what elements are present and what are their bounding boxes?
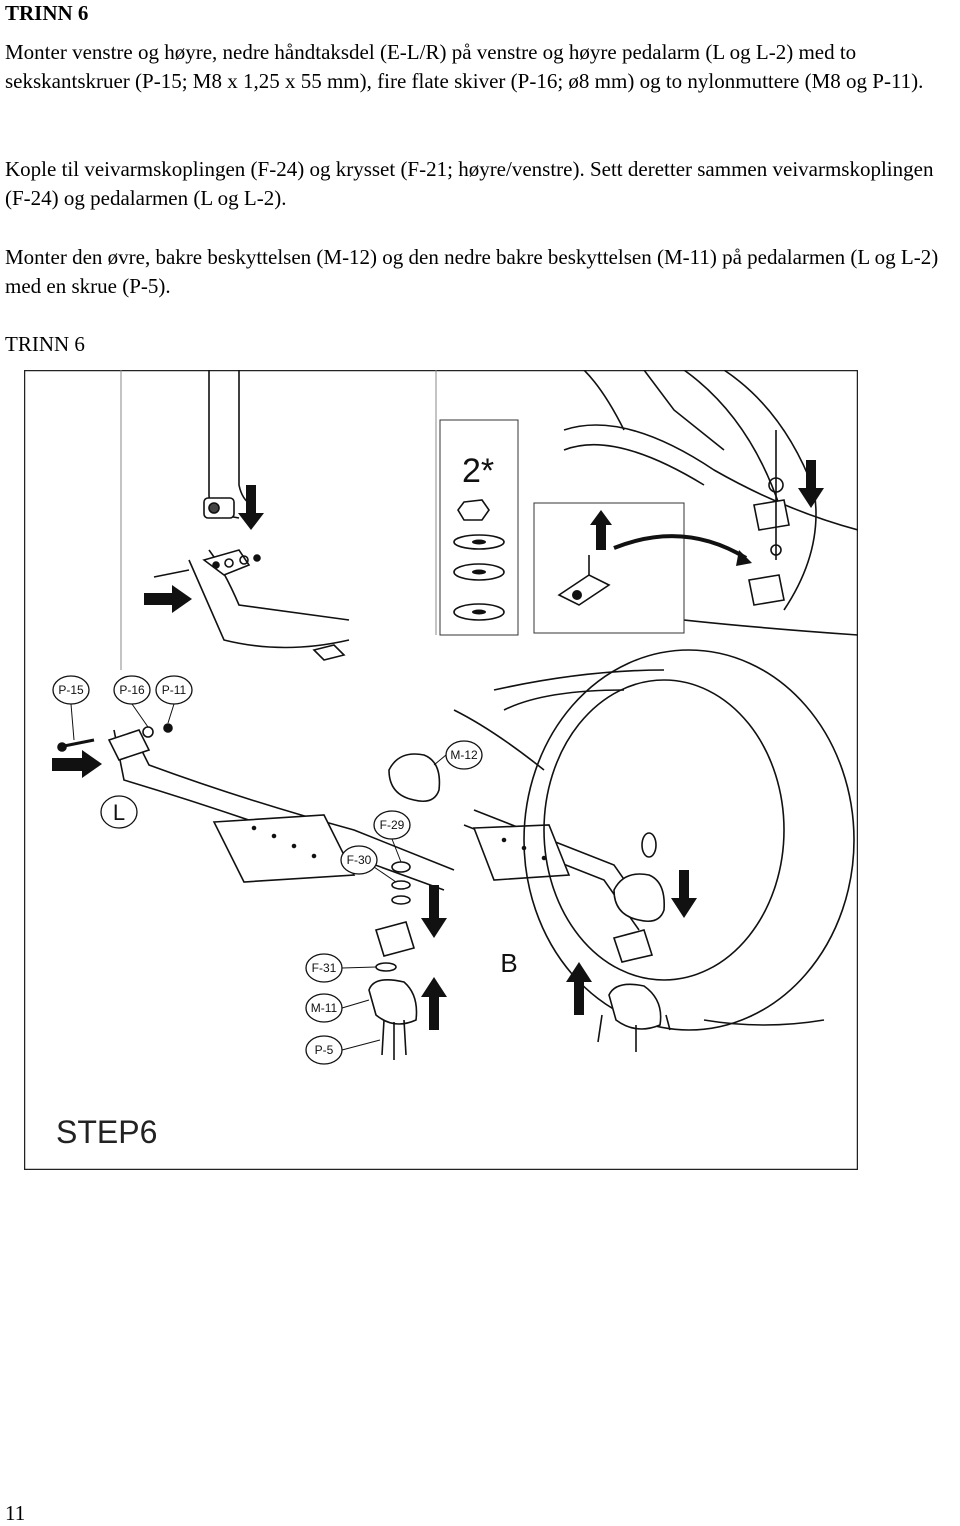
hardware-count: 2*: [462, 452, 494, 490]
part-label-p16: P-16: [119, 683, 145, 697]
part-label-f31: F-31: [312, 961, 337, 975]
part-label-m12: M-12: [450, 748, 478, 762]
right-arrow-icon: [144, 585, 192, 613]
page-heading: TRINN 6: [5, 1, 89, 25]
part-label-p11: P-11: [162, 683, 187, 697]
inset-hardware: 2*: [439, 419, 519, 636]
figure-caption: STEP6: [56, 1114, 157, 1150]
page-number: 11: [5, 1501, 26, 1525]
part-label-p15: P-15: [58, 683, 84, 697]
inset-handlebar: [153, 370, 350, 661]
inset-crank-coupling: [543, 370, 858, 636]
instruction-paragraph-3: Monter den øvre, bakre beskyttelsen (M-1…: [5, 245, 939, 298]
down-arrow-icon: [798, 460, 824, 508]
part-label-b: B: [500, 948, 517, 978]
figure-heading: TRINN 6: [5, 332, 85, 356]
part-label-f29: F-29: [380, 818, 405, 832]
part-label-m11: M-11: [311, 1001, 338, 1015]
part-label-f30: F-30: [347, 853, 372, 867]
up-arrow-icon: [566, 962, 592, 1015]
inset-coupling-detail: [533, 502, 752, 634]
main-assembly: [57, 649, 855, 1060]
down-arrow-icon: [421, 885, 447, 938]
down-arrow-icon: [671, 870, 697, 918]
assembly-diagram: 2*: [24, 370, 858, 1170]
instruction-paragraph-1: Monter venstre og høyre, nedre håndtaksd…: [5, 40, 924, 93]
instruction-paragraph-2: Kople til veivarmskoplingen (F-24) og kr…: [5, 157, 934, 210]
right-arrow-icon: [52, 750, 102, 778]
part-label-p5: P-5: [315, 1043, 334, 1057]
up-arrow-icon: [421, 977, 447, 1030]
down-arrow-icon: [238, 485, 264, 530]
part-label-l: L: [113, 800, 125, 825]
